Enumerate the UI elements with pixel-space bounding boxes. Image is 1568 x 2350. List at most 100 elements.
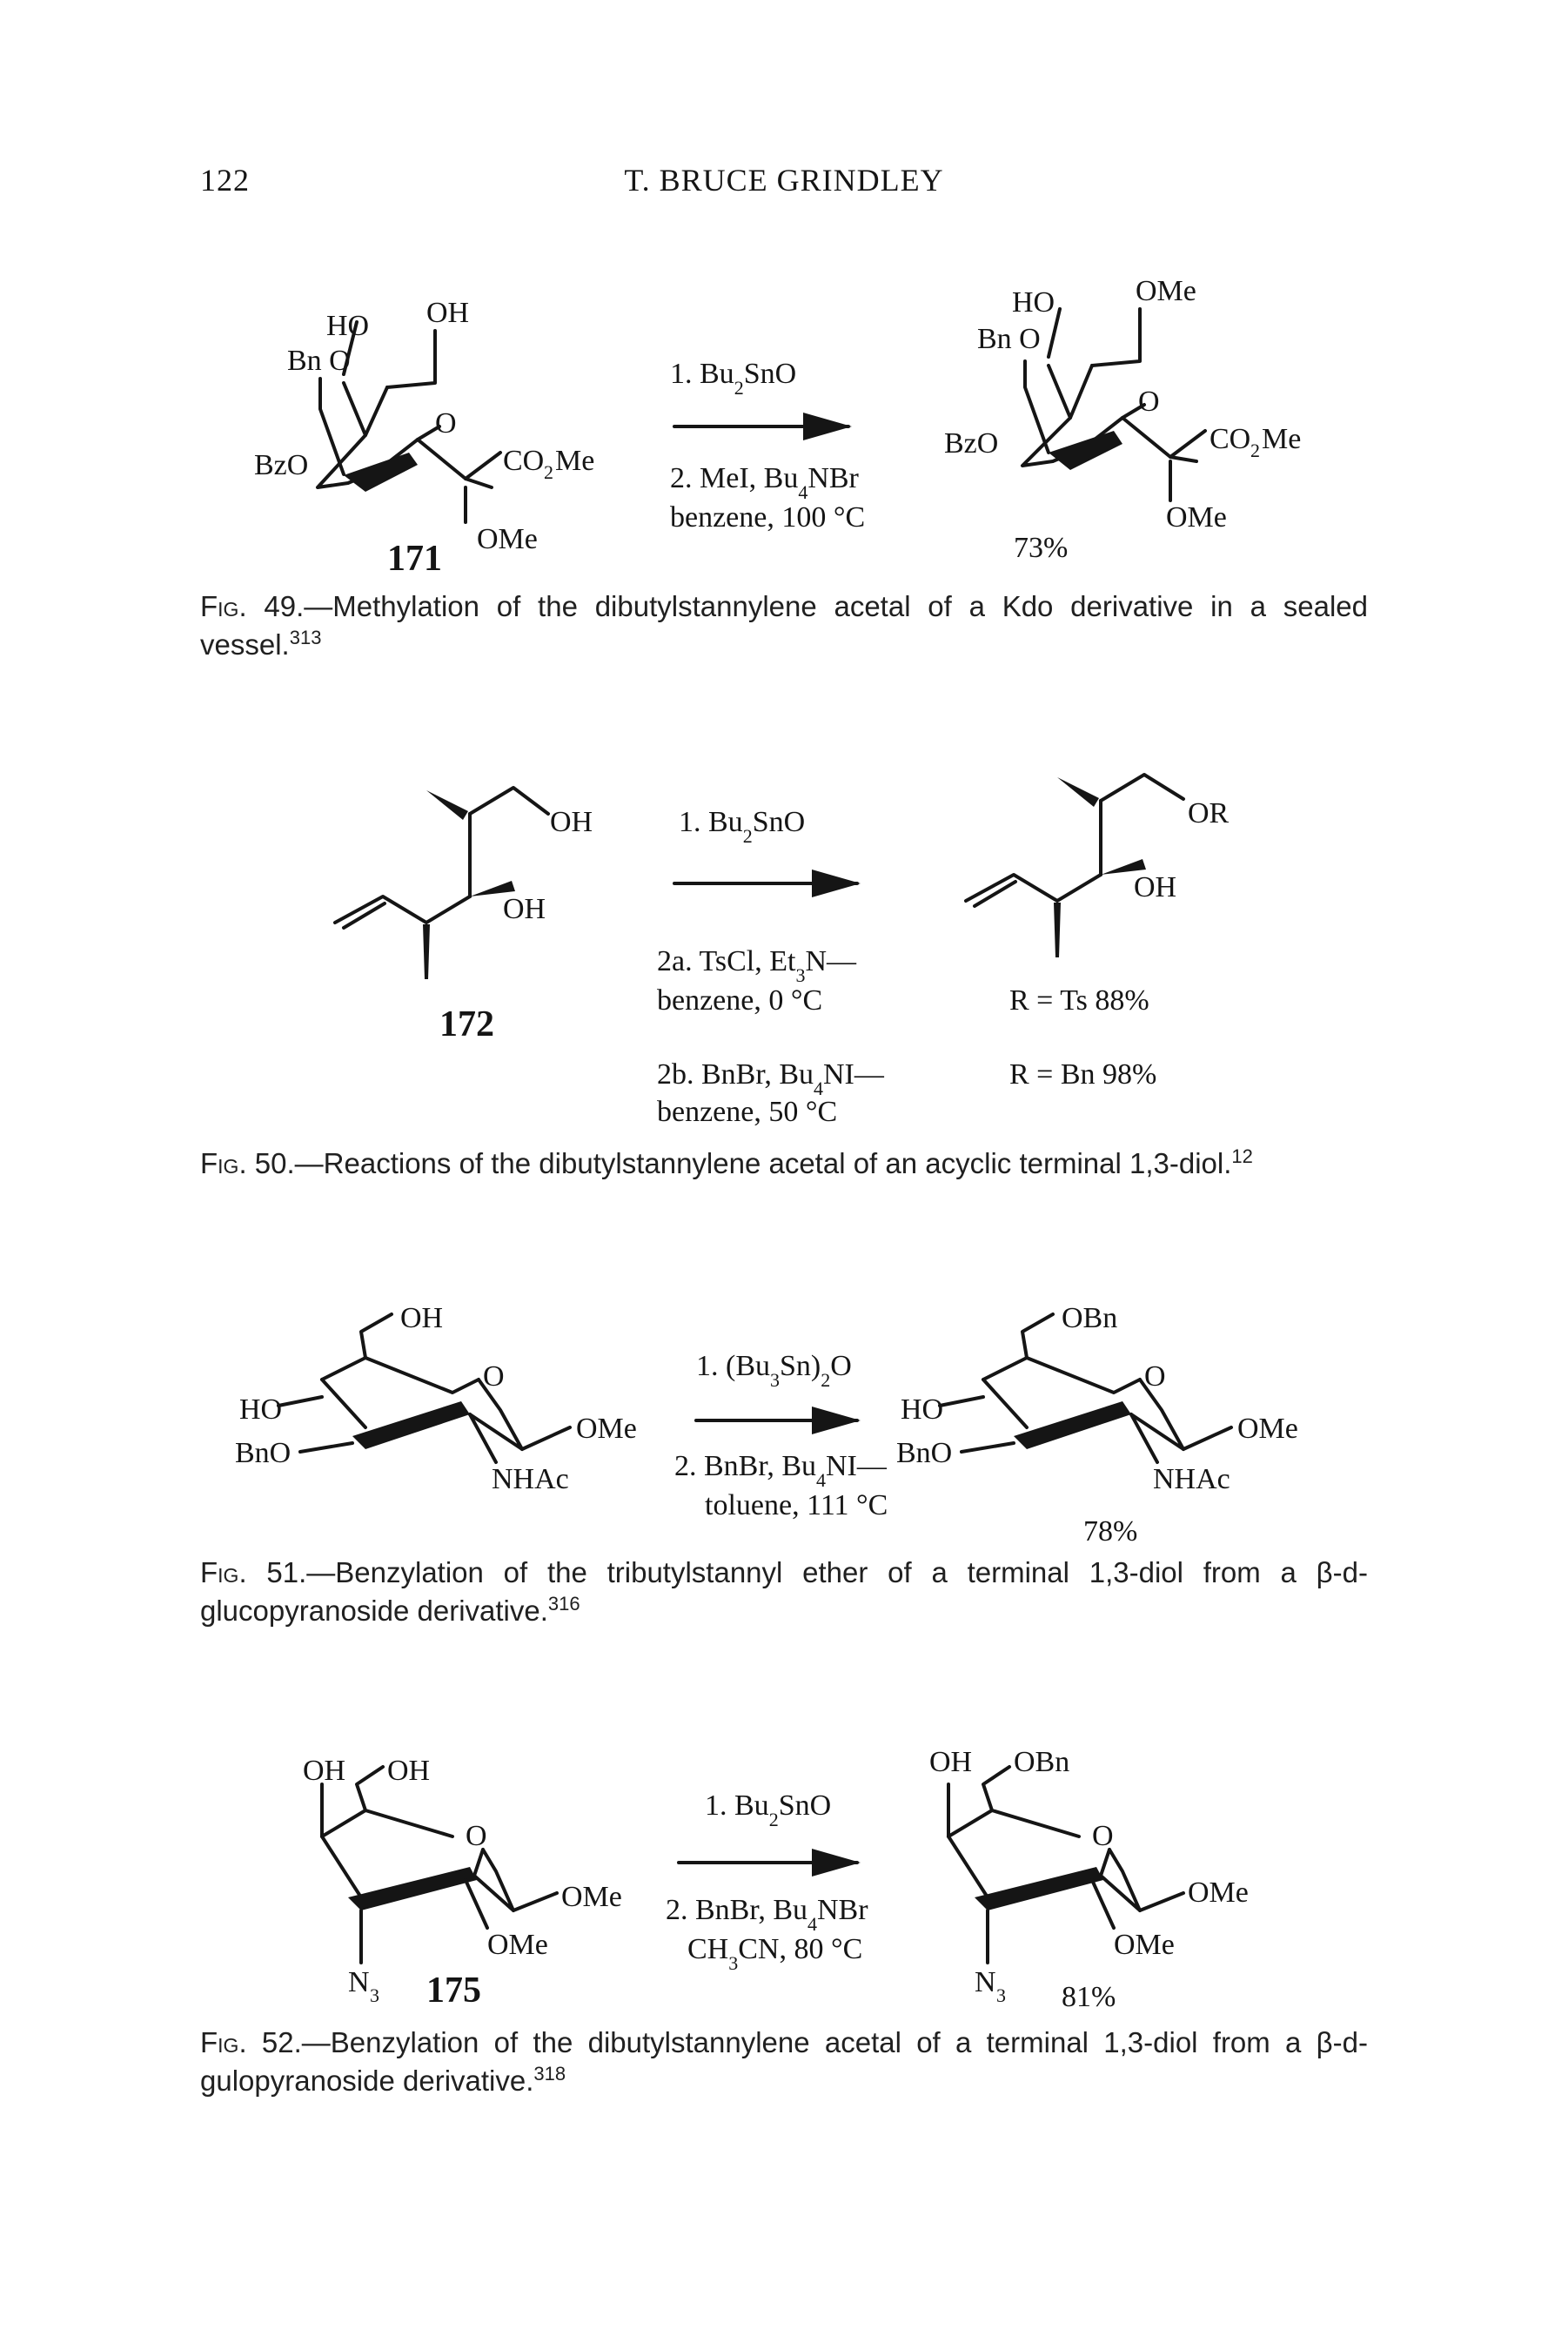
fig50-r-label: OH — [550, 806, 593, 838]
fig49-r-label: HO — [326, 310, 369, 342]
fig52-reactant-structure: OH OH O OMe OMe N 3 175 — [303, 1755, 622, 2011]
fig50-step1: 1. Bu — [679, 806, 743, 838]
fig51-p-label: OMe — [1237, 1413, 1298, 1445]
fig51-p-label: BnO — [896, 1437, 952, 1469]
fig51-p-label: HO — [901, 1393, 943, 1426]
fig49-r-label: Bn O — [287, 345, 351, 377]
fig52-step1: 1. Bu — [705, 1789, 769, 1822]
fig52-caption: Fig. 52.—Benzylation of the dibutylstann… — [200, 2024, 1368, 2100]
fig50-result-ts: R = Ts 88% — [1009, 984, 1149, 1017]
fig51-product-structure: OBn O HO BnO OMe NHAc 78% — [896, 1302, 1298, 1548]
fig49-r-label: OMe — [477, 523, 538, 555]
fig51-yield: 78% — [1083, 1515, 1137, 1548]
fig49-r-label: O — [435, 407, 457, 440]
fig49-reactant-structure: HO OH Bn O O BzO CO 2 Me OMe 171 — [254, 297, 594, 579]
fig51-reactant-structure: OH O HO BnO OMe NHAc — [235, 1302, 637, 1495]
fig49-p-label: OMe — [1166, 501, 1227, 534]
fig50-step2a-solvent: benzene, 0 °C — [657, 984, 822, 1017]
fig49-p-label: Me — [1262, 423, 1301, 455]
fig49-yield: 73% — [1014, 532, 1068, 564]
svg-text:2. MeI, Bu4NBr: 2. MeI, Bu4NBr — [670, 462, 860, 503]
fig51-r-label: BnO — [235, 1437, 291, 1469]
fig52-r-label: O — [466, 1820, 487, 1852]
fig51-step1: 1. (Bu — [696, 1350, 770, 1382]
fig49-step1: 1. Bu — [670, 358, 734, 390]
fig49-p-label: OMe — [1136, 275, 1196, 307]
fig52-caption-label: Fig. 52. — [200, 2026, 302, 2058]
fig49-conditions: 1. Bu2SnO 2. MeI, Bu4NBr benzene, 100 °C — [670, 358, 865, 534]
fig52-r-label: 3 — [370, 1984, 379, 2006]
fig49-p-label: 2 — [1250, 440, 1260, 461]
fig51-caption: Fig. 51.—Benzylation of the tributylstan… — [200, 1554, 1368, 1630]
fig51-r-label: HO — [239, 1393, 282, 1426]
fig52-r-label: OMe — [561, 1881, 622, 1913]
svg-text:CH3CN, 80 °C: CH3CN, 80 °C — [687, 1933, 862, 1974]
fig49-caption-ref: 313 — [289, 627, 322, 648]
running-head: T. BRUCE GRINDLEY — [624, 163, 944, 198]
fig50-compound-number: 172 — [439, 1004, 494, 1044]
fig50-step2a: 2a. TsCl, Et — [657, 945, 796, 977]
fig52-r-label: OH — [303, 1755, 345, 1787]
fig51-step3: toluene, 111 °C — [705, 1489, 888, 1521]
svg-text:2. BnBr, Bu4NBr: 2. BnBr, Bu4NBr — [666, 1894, 868, 1935]
fig49-p-label: HO — [1012, 286, 1055, 319]
fig49-compound-number: 171 — [387, 539, 442, 579]
fig52-p-label: N — [975, 1966, 996, 1998]
fig50-caption-label: Fig. 50. — [200, 1147, 295, 1179]
fig52-r-label: N — [348, 1966, 370, 1998]
fig49-caption-label: Fig. 49. — [200, 590, 305, 622]
fig52-conditions: 1. Bu2SnO 2. BnBr, Bu4NBr CH3CN, 80 °C — [666, 1789, 868, 1974]
fig49-r-label: 2 — [544, 461, 553, 483]
fig52-r-label: OMe — [487, 1929, 548, 1961]
fig52-product-structure: OH OBn O OMe OMe N 3 81% — [929, 1746, 1249, 2013]
fig52-step3: CH — [687, 1933, 728, 1965]
svg-text:2. BnBr, Bu4NI—: 2. BnBr, Bu4NI— — [674, 1450, 888, 1491]
fig52-p-label: OMe — [1114, 1929, 1175, 1961]
fig52-caption-ref: 318 — [533, 2063, 566, 2085]
fig52-p-label: OBn — [1014, 1746, 1069, 1778]
fig50-p-label: OH — [1134, 871, 1176, 903]
fig49-step2: 2. MeI, Bu — [670, 462, 798, 494]
fig52-yield: 81% — [1062, 1981, 1116, 2013]
fig51-p-label: OBn — [1062, 1302, 1117, 1334]
fig49-r-label: CO — [503, 445, 544, 477]
fig49-p-label: CO — [1210, 423, 1250, 455]
fig50-caption: Fig. 50.—Reactions of the dibutylstannyl… — [200, 1145, 1368, 1183]
fig49-p-label: BzO — [944, 427, 998, 460]
fig51-r-label: OH — [400, 1302, 443, 1334]
fig51-step2: 2. BnBr, Bu — [674, 1450, 816, 1482]
fig51-r-label: O — [483, 1360, 505, 1393]
svg-text:1. Bu2SnO: 1. Bu2SnO — [705, 1789, 831, 1830]
fig49-step3: benzene, 100 °C — [670, 501, 865, 534]
fig52-p-label: OH — [929, 1746, 972, 1778]
fig51-r-label: OMe — [576, 1413, 637, 1445]
fig50-p-label: OR — [1188, 797, 1230, 829]
fig50-conditions: 1. Bu2SnO 2a. TsCl, Et3N— benzene, 0 °C … — [657, 806, 885, 1128]
fig51-caption-ref: 316 — [547, 1593, 580, 1615]
fig49-r-label: OH — [426, 297, 469, 329]
fig52-step2: 2. BnBr, Bu — [666, 1894, 807, 1926]
fig50-result-bn: R = Bn 98% — [1009, 1058, 1156, 1091]
fig49-r-label: BzO — [254, 449, 308, 481]
page-number: 122 — [200, 163, 250, 198]
fig50-reactant-structure: OH OH 172 — [333, 786, 593, 1044]
svg-text:1. (Bu3Sn)2O: 1. (Bu3Sn)2O — [696, 1350, 852, 1391]
svg-text:2b. BnBr, Bu4NI—: 2b. BnBr, Bu4NI— — [657, 1058, 885, 1099]
fig49-caption: Fig. 49.—Methylation of the dibutylstann… — [200, 588, 1368, 664]
fig52-caption-text: —Benzylation of the dibutylstannylene ac… — [200, 2026, 1368, 2097]
fig51-caption-label: Fig. 51. — [200, 1556, 307, 1588]
svg-text:1. Bu2SnO: 1. Bu2SnO — [679, 806, 805, 847]
fig50-caption-ref: 12 — [1231, 1145, 1253, 1167]
svg-text:2a. TsCl, Et3N—: 2a. TsCl, Et3N— — [657, 945, 857, 986]
fig50-product-structure: OR OH R = Ts 88% R = Bn 98% — [964, 773, 1230, 1091]
fig49-p-label: O — [1138, 386, 1160, 418]
fig50-step2b: 2b. BnBr, Bu — [657, 1058, 814, 1091]
fig52-p-label: 3 — [996, 1984, 1006, 2006]
fig50-step2b-solvent: benzene, 50 °C — [657, 1096, 837, 1128]
svg-text:1. Bu2SnO: 1. Bu2SnO — [670, 358, 796, 399]
fig51-caption-text: —Benzylation of the tributylstannyl ethe… — [200, 1556, 1368, 1627]
fig49-r-label: Me — [555, 445, 594, 477]
fig49-caption-text: —Methylation of the dibutylstannylene ac… — [200, 590, 1368, 661]
fig49-p-label: Bn O — [977, 323, 1041, 355]
